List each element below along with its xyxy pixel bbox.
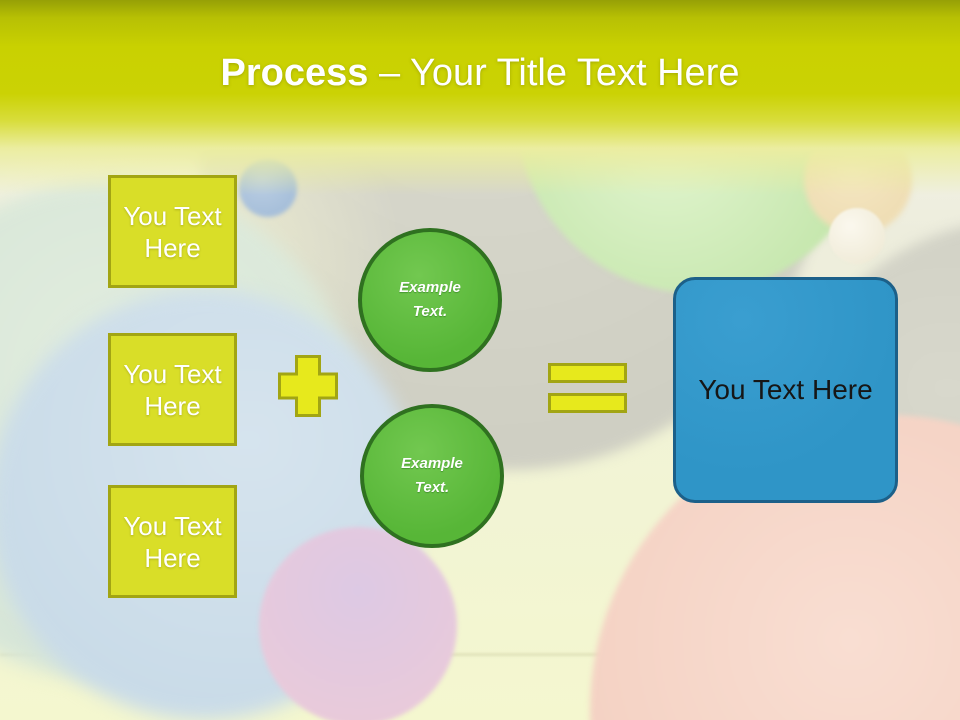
- equals-icon-bar-top: [548, 363, 627, 383]
- background-floor-seam: [0, 652, 960, 657]
- input-box-3: You Text Here: [108, 485, 237, 598]
- background-cream-ball: [829, 208, 885, 264]
- step-circle-1: Example Text.: [358, 228, 502, 372]
- result-box: You Text Here: [673, 277, 898, 503]
- step-circle-1-label: Example Text.: [399, 279, 461, 320]
- result-box-label: You Text Here: [698, 374, 873, 405]
- equals-icon-bar-bottom: [548, 393, 627, 413]
- input-box-2-label: You Text Here: [123, 358, 222, 421]
- background-pink-ball: [259, 527, 457, 720]
- slide-title-emphasis: Process: [220, 52, 369, 94]
- plus-icon: [278, 355, 338, 417]
- slide-title-rest: – Your Title Text Here: [368, 52, 740, 94]
- step-circle-2: Example Text.: [360, 404, 504, 548]
- input-box-1-label: You Text Here: [123, 200, 222, 263]
- equals-icon: [548, 363, 627, 413]
- input-box-1: You Text Here: [108, 175, 237, 288]
- title-band: [0, 0, 960, 195]
- input-box-2: You Text Here: [108, 333, 237, 446]
- step-circle-2-label: Example Text.: [401, 455, 463, 496]
- plus-icon-svg: [278, 355, 338, 417]
- slide-title: Process – Your Title Text Here: [0, 50, 960, 96]
- input-box-3-label: You Text Here: [123, 510, 222, 573]
